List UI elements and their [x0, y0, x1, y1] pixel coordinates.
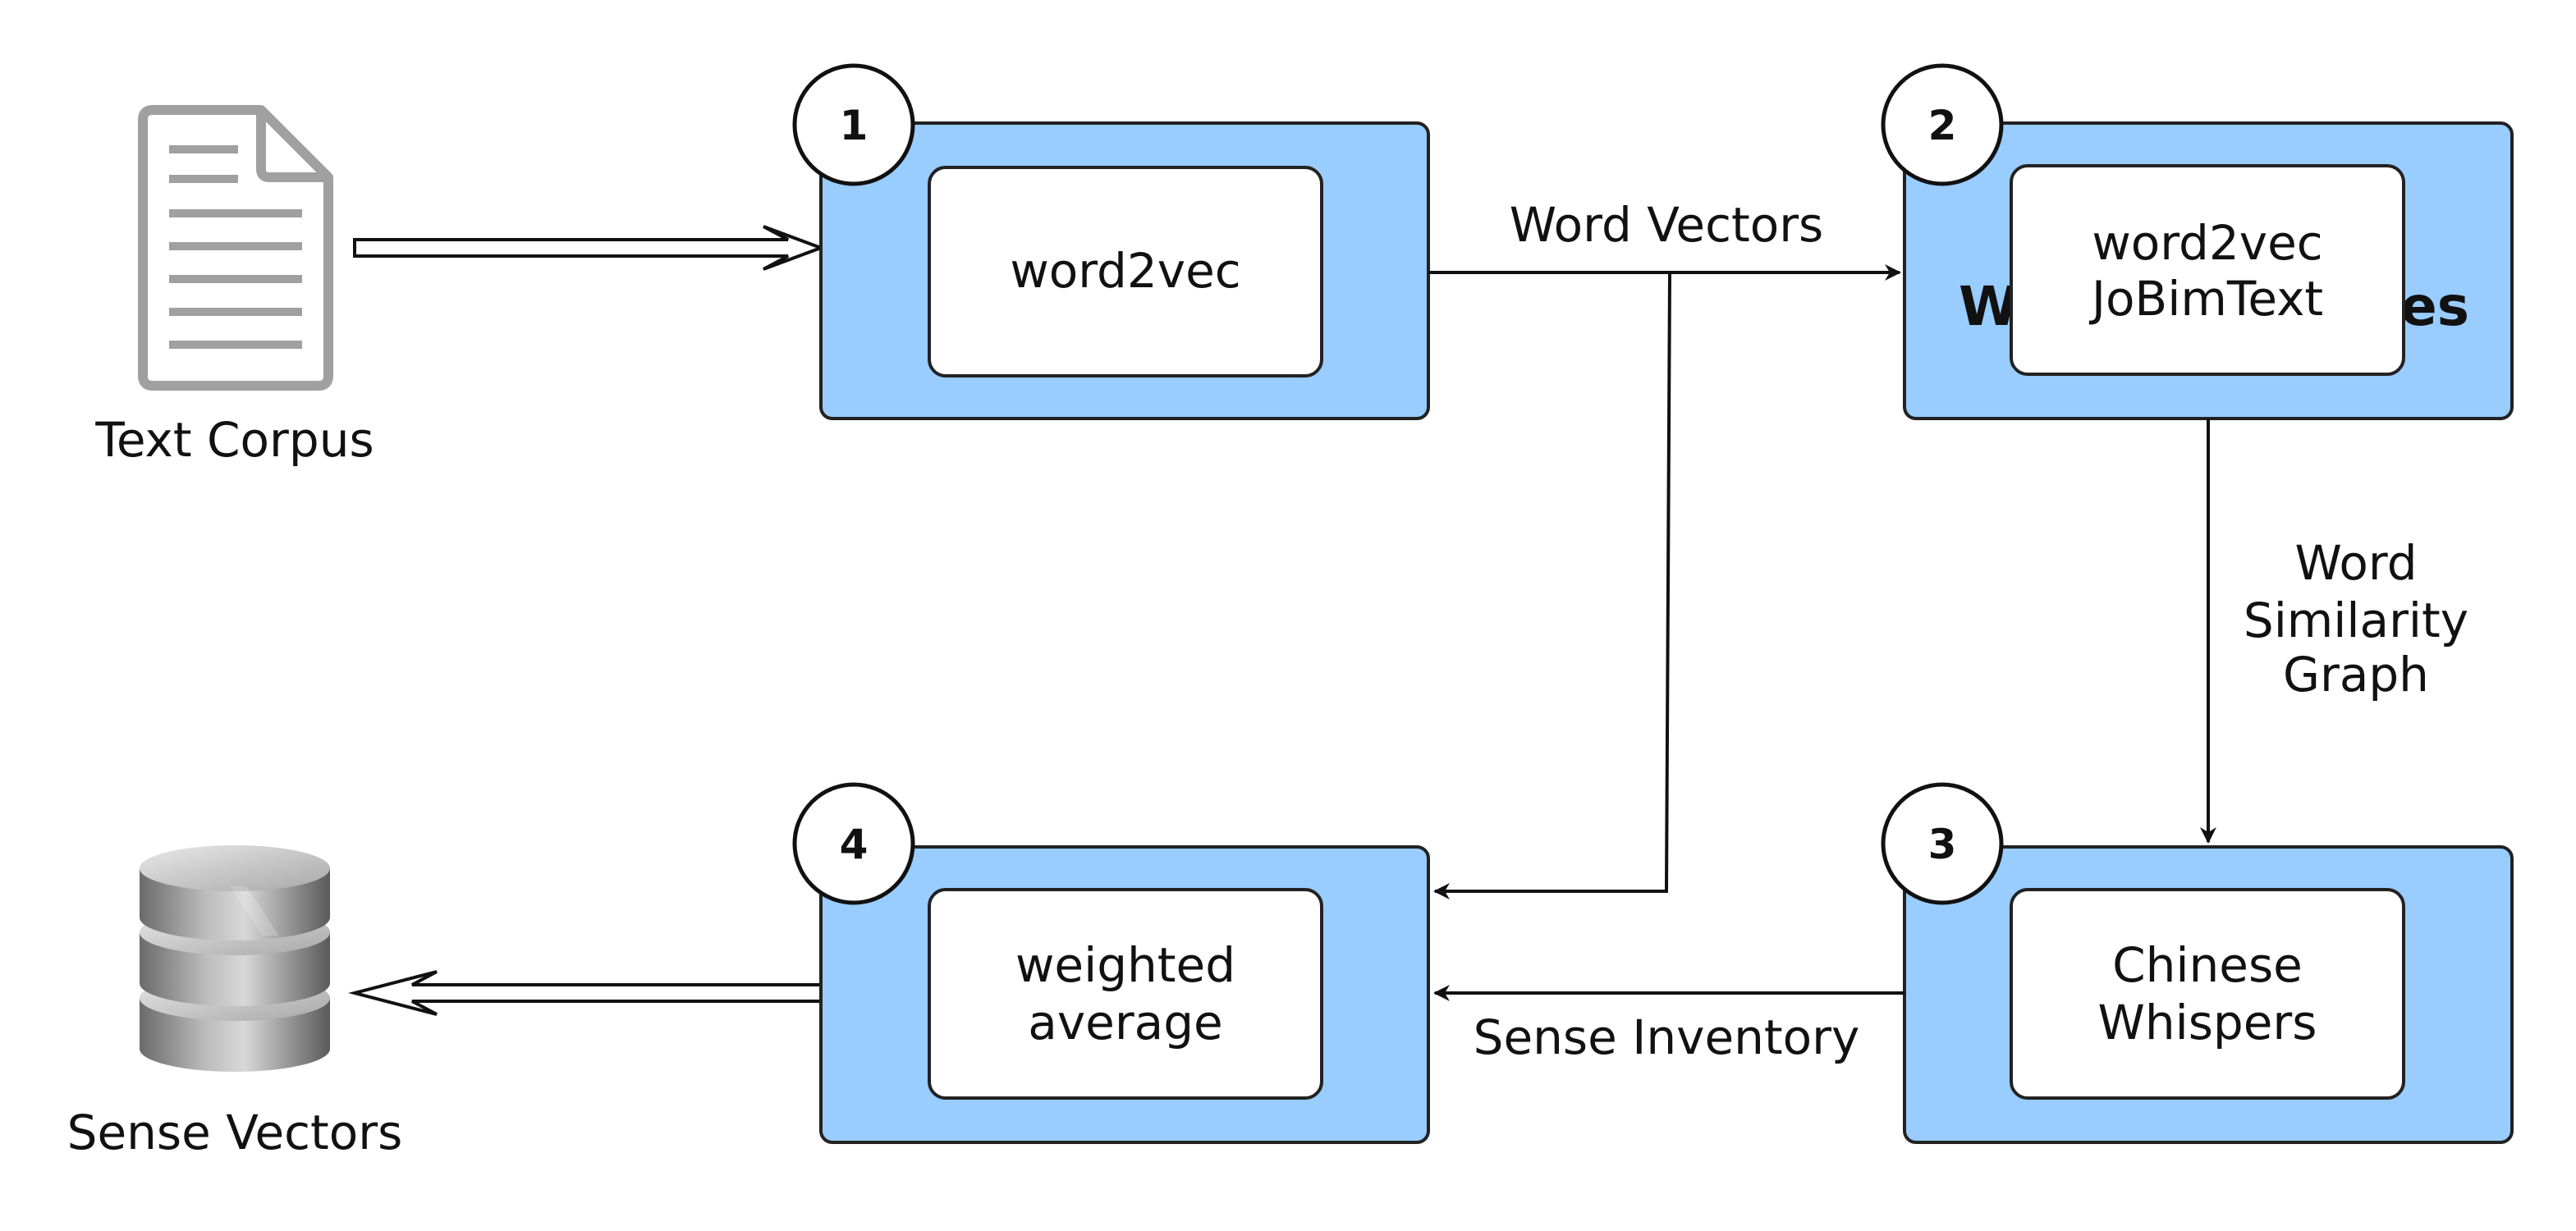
step-2-number: 2	[1928, 102, 1957, 149]
step-1-number: 1	[840, 102, 869, 149]
step4-to-vectors-arrow	[348, 970, 823, 1016]
word-vectors-branch-arrow	[1433, 273, 1671, 899]
similarity-graph-label-line-1: Word	[2294, 535, 2417, 591]
step-1-label: word2vec	[1010, 243, 1240, 299]
step-4-badge: 4	[792, 782, 915, 905]
step-2-label-line-2: JoBimText	[2089, 271, 2323, 327]
document-icon	[138, 105, 333, 391]
step-3-label-line-2: Whispers	[2097, 995, 2317, 1050]
sense-inventory-label: Sense Inventory	[1474, 1009, 1860, 1065]
step-1-box: word2vec	[819, 121, 1430, 420]
step-2-hidden-title-left: W	[1959, 275, 2019, 338]
step-4-label-line-2: average	[1028, 995, 1222, 1050]
step-2-hidden-title-right: es	[2400, 275, 2469, 338]
similarity-graph-label-line-3: Graph	[2283, 647, 2429, 702]
sense-vectors-label: Sense Vectors	[67, 1105, 403, 1160]
corpus-to-step1-arrow	[353, 225, 826, 271]
step-3-badge: 3	[1881, 782, 2004, 905]
step-3-label-line-1: Chinese	[2112, 937, 2303, 993]
step-1-badge: 1	[792, 63, 915, 186]
step-3-box: Chinese Whispers	[1903, 845, 2514, 1144]
similarity-graph-label-line-2: Similarity	[2244, 593, 2468, 648]
word-vectors-label: Word Vectors	[1510, 197, 1824, 253]
step-4-box: weighted average	[819, 845, 1430, 1144]
database-icon	[140, 845, 330, 1072]
step-2-label-line-1: word2vec	[2092, 215, 2322, 271]
step-2-box: W es word2vec JoBimText	[1903, 121, 2514, 420]
text-corpus-label: Text Corpus	[94, 412, 374, 468]
step-4-label-line-1: weighted	[1015, 937, 1235, 993]
step-4-number: 4	[840, 821, 869, 868]
step-3-number: 3	[1928, 821, 1957, 868]
step-2-badge: 2	[1881, 63, 2004, 186]
